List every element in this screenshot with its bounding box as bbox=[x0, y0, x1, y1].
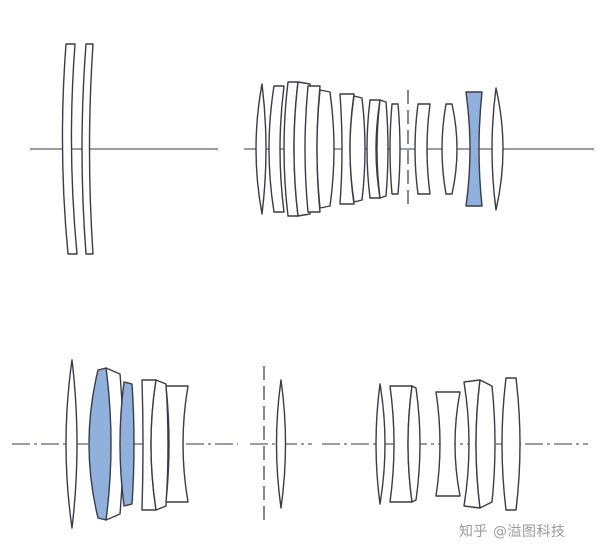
lens-element bbox=[475, 379, 496, 509]
lens-element bbox=[389, 103, 401, 195]
lens-element bbox=[165, 385, 189, 503]
lens-element bbox=[65, 359, 78, 529]
top-left-group bbox=[30, 43, 218, 255]
lens-element bbox=[407, 385, 421, 503]
lens-element bbox=[441, 103, 458, 195]
bottom-left-group bbox=[12, 359, 238, 529]
highlighted-lens-element bbox=[119, 381, 135, 507]
lens-element bbox=[501, 377, 521, 511]
lens-element bbox=[435, 391, 461, 497]
bottom-middle-group bbox=[250, 366, 312, 524]
lens-element bbox=[61, 43, 78, 255]
lens-element bbox=[349, 95, 366, 203]
lens-element bbox=[268, 85, 285, 213]
lens-element bbox=[491, 87, 504, 211]
watermark: 知乎 @溢图科技 bbox=[459, 524, 566, 540]
lens-element bbox=[81, 43, 94, 255]
lens-element bbox=[414, 103, 431, 195]
lens-element bbox=[376, 99, 389, 199]
lens-element bbox=[255, 83, 267, 215]
highlighted-lens-element bbox=[465, 91, 483, 207]
lens-element bbox=[316, 89, 335, 209]
lens-element bbox=[375, 383, 386, 505]
lens-element bbox=[275, 379, 287, 509]
top-right-group bbox=[244, 81, 594, 217]
bottom-right-group bbox=[322, 377, 588, 511]
lens-element bbox=[150, 379, 169, 511]
